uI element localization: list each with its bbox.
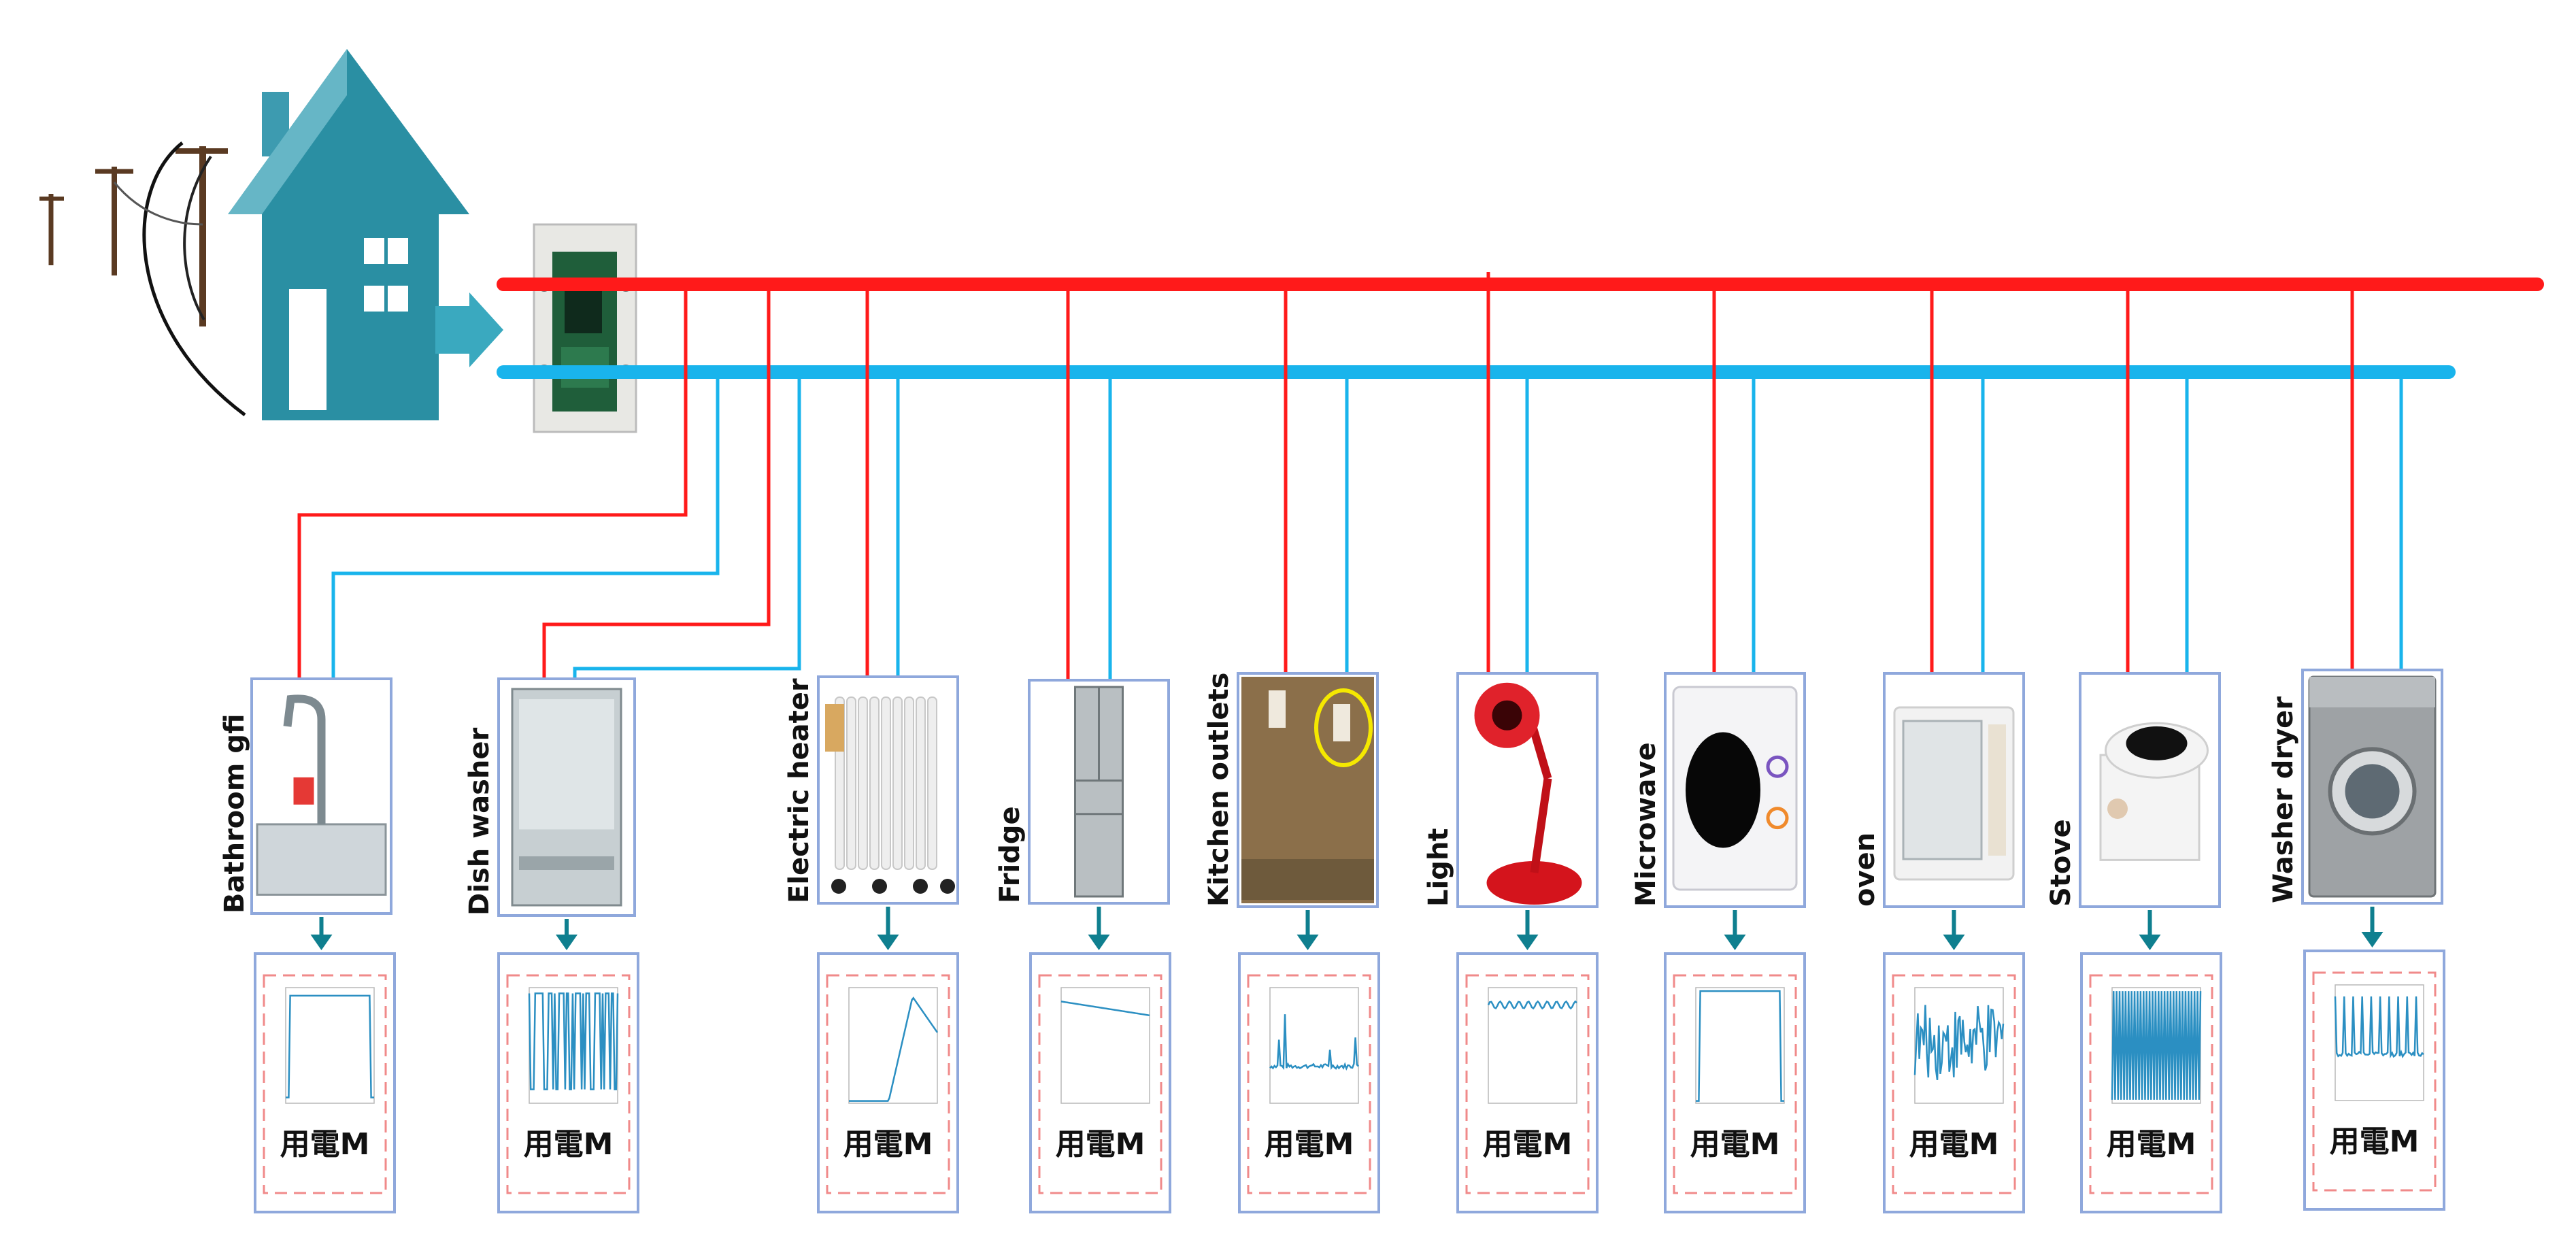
power-plot-panel: 用電M bbox=[1664, 952, 1806, 1213]
power-plot-panel: 用電M bbox=[1883, 952, 2025, 1213]
down-arrow-icon bbox=[1943, 910, 1965, 950]
plot-caption: 用電M bbox=[2330, 1124, 2420, 1159]
appliance-unit: oven 用電M bbox=[1850, 672, 2025, 1213]
plot-caption: 用電M bbox=[1690, 1127, 1780, 1162]
kitchen-outlets-photo-icon bbox=[1237, 672, 1379, 908]
plot-caption: 用電M bbox=[1483, 1127, 1573, 1162]
appliance-unit: Fridge 用電M bbox=[994, 679, 1171, 1213]
down-arrow-icon bbox=[1724, 910, 1746, 950]
appliance-label: Kitchen outlets bbox=[1203, 673, 1235, 907]
appliance-unit: Dish washer 用電M bbox=[464, 677, 639, 1213]
power-plot-panel: 用電M bbox=[254, 952, 396, 1213]
down-arrow-icon bbox=[1516, 910, 1539, 950]
washing-machine-icon bbox=[2301, 669, 2443, 905]
down-arrow-icon bbox=[1297, 910, 1319, 950]
plot-caption: 用電M bbox=[1265, 1127, 1354, 1162]
plot-caption: 用電M bbox=[2107, 1127, 2196, 1162]
down-arrow-icon bbox=[1088, 907, 1110, 950]
house-icon bbox=[228, 49, 503, 420]
plot-caption: 用電M bbox=[843, 1127, 933, 1162]
plot-caption: 用電M bbox=[280, 1127, 370, 1162]
power-plot-panel: 用電M bbox=[2303, 950, 2445, 1211]
appliance-label: oven bbox=[1850, 833, 1881, 907]
hot-plate-stove-icon bbox=[2079, 672, 2221, 908]
dishwasher-icon bbox=[497, 677, 636, 917]
appliance-unit: Electric heater 用電M bbox=[784, 675, 959, 1213]
power-plot-panel: 用電M bbox=[817, 952, 959, 1213]
appliance-label: Dish washer bbox=[464, 728, 495, 916]
down-arrow-icon bbox=[310, 917, 333, 950]
appliance-unit: Kitchen outlets 用電M bbox=[1203, 672, 1380, 1213]
appliance-label: Light bbox=[1423, 828, 1454, 907]
appliance-unit: Light 用電M bbox=[1423, 672, 1599, 1213]
appliance-label: Bathroom gfi bbox=[219, 714, 250, 913]
plot-caption: 用電M bbox=[524, 1127, 614, 1162]
utility-pole-icon bbox=[39, 141, 246, 417]
power-plot-panel: 用電M bbox=[1456, 952, 1599, 1213]
power-plot-panel: 用電M bbox=[497, 952, 639, 1213]
appliance-unit: Stove 用電M bbox=[2045, 672, 2222, 1213]
appliance-label: Washer dryer bbox=[2268, 696, 2299, 903]
appliance-unit: Washer dryer 用電M bbox=[2268, 669, 2445, 1211]
plot-caption: 用電M bbox=[1056, 1127, 1145, 1162]
desk-lamp-icon bbox=[1456, 672, 1599, 908]
down-arrow-icon bbox=[556, 919, 578, 950]
appliance-label: Electric heater bbox=[784, 678, 815, 903]
faucet-sink-icon bbox=[250, 677, 392, 915]
appliance-unit: Microwave 用電M bbox=[1630, 672, 1806, 1213]
down-arrow-icon bbox=[2361, 907, 2383, 947]
down-arrow-icon bbox=[2139, 910, 2161, 950]
fridge-icon bbox=[1028, 679, 1170, 905]
plot-caption: 用電M bbox=[1909, 1127, 1999, 1162]
appliance-label: Stove bbox=[2045, 819, 2077, 907]
power-plot-panel: 用電M bbox=[1238, 952, 1380, 1213]
appliance-label: Fridge bbox=[994, 806, 1026, 903]
oven-icon bbox=[1883, 672, 2025, 908]
power-plot-panel: 用電M bbox=[2080, 952, 2222, 1213]
oil-radiator-heater-icon bbox=[817, 675, 959, 905]
appliance-unit: Bathroom gfi 用電M bbox=[219, 677, 396, 1213]
branch-wiring bbox=[297, 272, 2403, 680]
down-arrow-icon bbox=[877, 907, 899, 950]
appliance-label: Microwave bbox=[1630, 742, 1662, 907]
power-plot-panel: 用電M bbox=[1029, 952, 1171, 1213]
microwave-icon bbox=[1664, 672, 1806, 908]
smart-meter-board-icon bbox=[533, 223, 637, 433]
